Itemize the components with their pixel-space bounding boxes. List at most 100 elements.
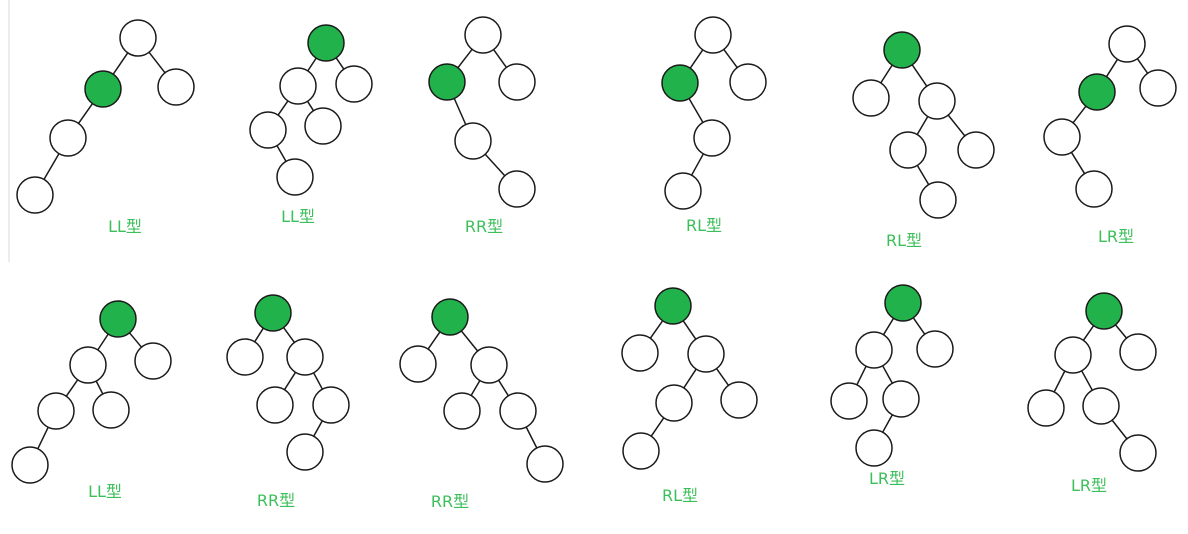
- tree-node: [720, 381, 758, 419]
- tree-edge: [457, 48, 473, 69]
- tree-node: [664, 172, 702, 210]
- tree-edge: [306, 100, 315, 112]
- tree-node: [852, 79, 890, 117]
- tree-edge: [254, 327, 264, 343]
- diagram-caption: RL型: [662, 486, 698, 505]
- tree-edge: [112, 52, 129, 75]
- tree-edge: [128, 332, 143, 348]
- diagram-caption: LL型: [108, 217, 142, 236]
- tree-node: [882, 380, 920, 418]
- tree-node: [855, 331, 893, 369]
- tree-edge: [715, 368, 730, 386]
- tree-node: [1119, 333, 1157, 371]
- tree-edge: [1105, 58, 1119, 78]
- tree-edge: [1070, 151, 1086, 175]
- tree-edge: [649, 320, 664, 339]
- tree-diagram: LL型: [16, 19, 195, 236]
- tree-edge: [683, 368, 697, 389]
- tree-edge: [650, 417, 665, 437]
- tree-edge: [276, 145, 287, 162]
- tree-edge: [453, 98, 467, 125]
- tree-diagram: RR型: [399, 298, 564, 511]
- tree-node: [11, 446, 49, 484]
- tree-node: [157, 68, 195, 106]
- tree-diagram: RR型: [226, 294, 350, 510]
- highlighted-tree-node: [884, 284, 922, 322]
- tree-edge: [277, 100, 289, 116]
- tree-node: [279, 67, 317, 105]
- tree-edge: [690, 153, 705, 176]
- tree-edge: [312, 372, 324, 390]
- tree-edge: [1136, 58, 1149, 74]
- tree-edge: [912, 317, 926, 335]
- highlighted-tree-node: [431, 298, 469, 336]
- tree-node: [49, 119, 87, 157]
- tree-edge: [682, 320, 697, 340]
- highlighted-tree-node: [1085, 292, 1123, 330]
- tree-edge: [916, 165, 930, 185]
- diagram-caption: RL型: [886, 231, 922, 250]
- diagram-caption: RR型: [465, 217, 503, 236]
- tree-edge: [911, 64, 928, 87]
- tree-edge: [856, 365, 867, 386]
- tree-node: [693, 119, 731, 157]
- tree-node: [286, 433, 324, 471]
- tree-edge: [497, 379, 510, 397]
- tree-node: [1108, 25, 1146, 63]
- tree-node: [134, 342, 172, 380]
- tree-edge: [1081, 370, 1093, 391]
- tree-node: [470, 346, 508, 384]
- tree-edge: [723, 48, 738, 69]
- tree-edge: [1114, 324, 1128, 339]
- diagram-caption: LR型: [1071, 476, 1107, 495]
- tree-edge: [1053, 370, 1066, 393]
- tree-node: [69, 346, 107, 384]
- tree-node: [621, 334, 659, 372]
- tree-node: [655, 384, 693, 422]
- tree-node: [276, 158, 314, 196]
- tree-edge: [947, 114, 966, 137]
- tree-edge: [282, 327, 296, 343]
- tree-edge: [882, 317, 895, 336]
- tree-node: [1119, 434, 1157, 472]
- tree-node: [957, 131, 995, 169]
- tree-edge: [427, 331, 441, 350]
- highlighted-tree-node: [661, 64, 699, 102]
- diagram-caption: RR型: [257, 491, 295, 510]
- tree-node: [526, 445, 564, 483]
- tree-node: [256, 386, 294, 424]
- tree-node: [694, 16, 732, 54]
- tree-edge: [43, 153, 60, 180]
- tree-node: [830, 382, 868, 420]
- tree-node: [729, 63, 767, 101]
- tree-edge: [335, 57, 345, 70]
- tree-edge: [916, 116, 929, 135]
- tree-node: [1027, 389, 1065, 427]
- tree-node: [399, 345, 437, 383]
- tree-node: [499, 392, 537, 430]
- tree-edge: [882, 414, 893, 433]
- tree-edge: [37, 426, 49, 450]
- tree-edge: [525, 426, 538, 449]
- tree-node: [119, 19, 157, 57]
- diagram-caption: LL型: [88, 482, 122, 501]
- tree-node: [286, 338, 324, 376]
- tree-node: [226, 338, 264, 376]
- tree-edge: [148, 51, 166, 74]
- tree-node: [464, 16, 502, 54]
- highlighted-tree-node: [84, 70, 122, 108]
- tree-edge: [283, 371, 297, 391]
- tree-edge: [460, 330, 479, 352]
- tree-node: [855, 429, 893, 467]
- diagram-caption: LR型: [869, 469, 905, 488]
- tree-node: [918, 82, 956, 120]
- tree-diagram: LL型: [11, 300, 172, 501]
- tree-node: [37, 392, 75, 430]
- tree-node: [92, 391, 130, 429]
- tree-diagram: LR型: [830, 284, 954, 488]
- tree-edge: [77, 103, 94, 124]
- tree-edge: [470, 380, 481, 396]
- highlighted-tree-node: [307, 24, 345, 62]
- tree-node: [1075, 170, 1113, 208]
